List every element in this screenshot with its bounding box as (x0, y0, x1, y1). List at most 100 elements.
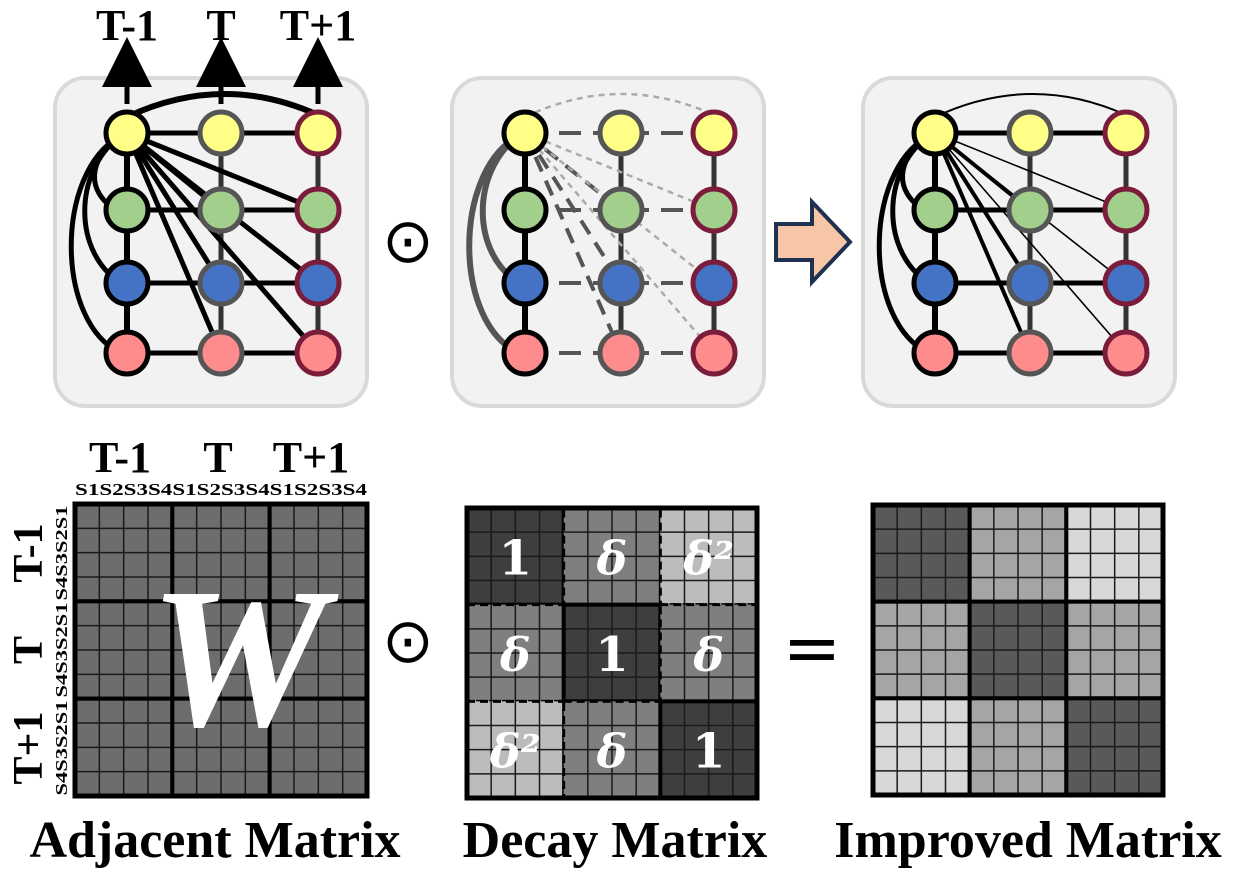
time-label-t: T (206, 1, 235, 50)
diagonal-edge (523, 132, 623, 354)
top-sublabel-text: S1S2S3S4S1S2S3S4S1S2S3S4 (75, 480, 367, 499)
graph-nodes (911, 109, 1150, 377)
graph-node (103, 329, 151, 377)
diagonal-edge (933, 131, 1032, 285)
left-block-label: T (6, 636, 52, 664)
graph-node (197, 109, 245, 157)
top-arc-edge (524, 92, 715, 119)
improved-graph-panel (861, 76, 1177, 408)
graph-node (1006, 329, 1054, 377)
graph-node (294, 329, 342, 377)
diagonal-edge (934, 132, 1127, 211)
graph-node (103, 259, 151, 307)
diagonal-edge (934, 132, 1127, 354)
graph-node (103, 186, 151, 234)
graph-node (911, 109, 959, 157)
graph-node (597, 109, 645, 157)
graph-node (294, 186, 342, 234)
graph-node (911, 259, 959, 307)
left-sublabel: S4S3S2S1 (52, 603, 71, 698)
graph-node (501, 259, 549, 307)
decay-cell-label: 1 (692, 724, 725, 780)
graph-node (1102, 259, 1150, 307)
graph-node (690, 109, 738, 157)
graph-panel-bg (861, 76, 1177, 408)
left-sublabel: S4S3S2S1 (52, 506, 71, 601)
decay-graph-panel (450, 76, 766, 408)
decay-matrix-title: Decay Matrix (463, 812, 768, 869)
diagonal-edge (126, 130, 319, 213)
decay-cell-label: δ (596, 725, 628, 779)
matrix-block-label-t-plus-1: T+1 (273, 433, 349, 482)
left-block-label: T+1 (6, 712, 52, 785)
graph-node (911, 329, 959, 377)
graph-node (1102, 186, 1150, 234)
hadamard-operator-top: ⊙ (382, 204, 434, 277)
graph-node (197, 259, 245, 307)
matrix-border (72, 501, 370, 799)
matrix-border (464, 505, 760, 801)
graph-nodes (103, 109, 342, 377)
graph-edges (466, 92, 717, 356)
graph-node (690, 329, 738, 377)
diagonal-edge (524, 132, 715, 284)
weight-symbol: W (149, 548, 339, 769)
graph-node (294, 109, 342, 157)
decay-cell-label: δ (596, 531, 628, 585)
graph-node (197, 186, 245, 234)
time-label-t-plus-1: T+1 (280, 1, 356, 50)
diagonal-edge (125, 131, 320, 355)
graph-node (1102, 109, 1150, 157)
graph-node (1006, 109, 1054, 157)
matrix-block-label-t-minus-1: T-1 (89, 433, 151, 482)
decay-cell-label: δ² (682, 531, 734, 585)
diagonal-edge (523, 131, 623, 212)
graph-node (501, 186, 549, 234)
top-arc-edge (934, 93, 1127, 118)
curved-edge (876, 134, 931, 356)
diagonal-edge (124, 131, 224, 285)
equals-sign: = (783, 607, 842, 689)
graph-node (197, 329, 245, 377)
adjacent-matrix (72, 501, 370, 799)
graph-node (294, 259, 342, 307)
decay-cell-label: δ² (489, 725, 541, 779)
graph-node (597, 186, 645, 234)
graph-node (1006, 186, 1054, 234)
time-label-t-minus-1: T-1 (96, 1, 158, 50)
diagonal-edge (524, 131, 715, 212)
graph-panel-bg (450, 76, 766, 408)
graph-node (911, 186, 959, 234)
graph-node (1102, 329, 1150, 377)
curved-edge (68, 134, 123, 356)
left-sublabel: S4S3S2S1 (52, 701, 71, 796)
graph-node (597, 329, 645, 377)
hadamard-operator-bottom: ⊙ (382, 604, 434, 677)
matrix-top-sublabels: S1S2S3S4S1S2S3S4S1S2S3S4 (75, 480, 367, 499)
diagonal-edge (523, 131, 623, 285)
decay-cell-label: δ (692, 628, 724, 682)
graph-node (501, 329, 549, 377)
result-arrow (774, 196, 853, 288)
decay-matrix: 1 δ δ² δ 1 δ δ² δ 1 (464, 505, 760, 801)
graph-node (597, 259, 645, 307)
improved-matrix (870, 502, 1166, 798)
decay-cell-label: 1 (499, 530, 532, 586)
diagonal-edge (524, 132, 715, 354)
graph-node (501, 109, 549, 157)
diagonal-edge (933, 132, 1032, 354)
matrix-block-label-t: T (203, 433, 232, 482)
diagonal-edge (124, 132, 224, 354)
graph-node (690, 186, 738, 234)
adjacent-matrix-title: Adjacent Matrix (29, 812, 400, 869)
graph-nodes (501, 109, 738, 377)
decay-cell-label: δ (499, 628, 531, 682)
left-block-label: T-1 (6, 523, 52, 582)
graph-node (1006, 259, 1054, 307)
adjacent-graph-panel (53, 37, 369, 408)
decay-cell-label: 1 (595, 627, 628, 683)
curved-edge (466, 134, 521, 356)
matrix-border (870, 502, 1166, 798)
